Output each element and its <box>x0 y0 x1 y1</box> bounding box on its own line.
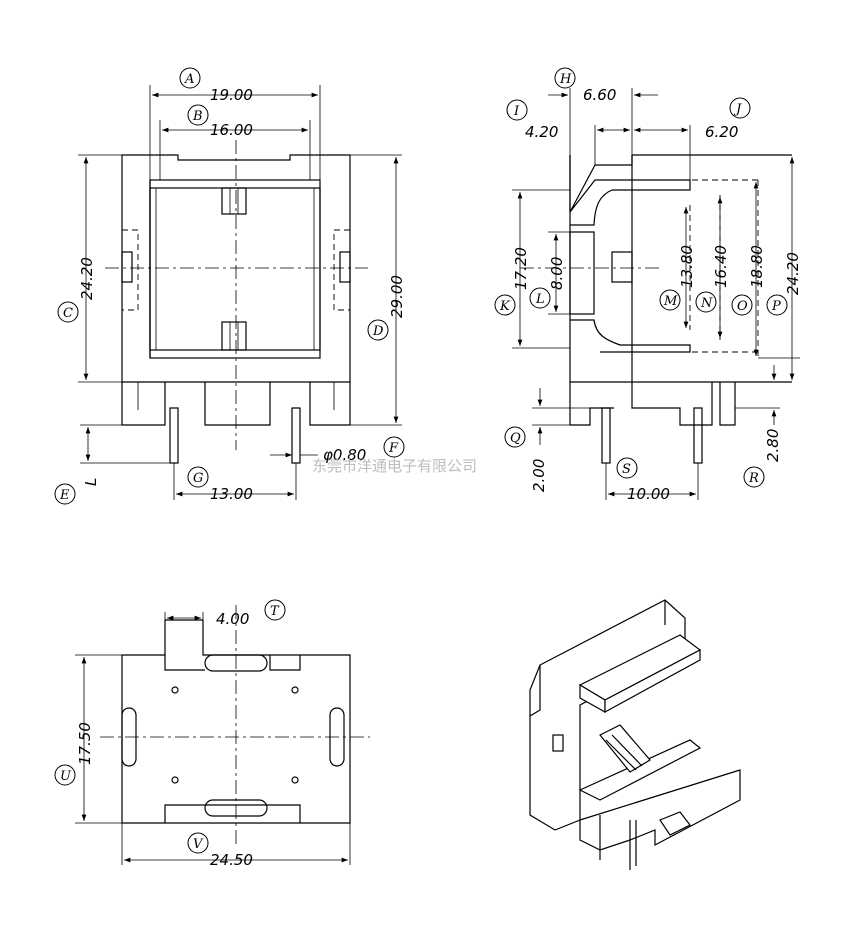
svg-text:R: R <box>748 471 759 486</box>
letter-g: G <box>187 466 209 488</box>
side-view <box>512 88 800 500</box>
svg-text:G: G <box>193 471 203 486</box>
svg-text:O: O <box>737 299 748 314</box>
dim-value-r: 2.80 <box>764 429 782 462</box>
letter-l: L <box>529 287 551 309</box>
svg-text:B: B <box>192 109 203 124</box>
svg-text:L: L <box>535 292 545 307</box>
dim-value-l: 8.00 <box>548 257 566 290</box>
dim-value-v: 24.50 <box>210 851 253 869</box>
dim-value-k: 17.20 <box>512 247 530 290</box>
svg-text:C: C <box>63 306 73 321</box>
svg-text:I: I <box>513 104 520 119</box>
front-view <box>78 85 402 500</box>
letter-r: R <box>743 466 765 488</box>
svg-text:V: V <box>193 837 204 852</box>
dim-value-s: 10.00 <box>627 485 670 503</box>
dim-value-o: 18.80 <box>748 245 766 288</box>
dim-value-q: 2.00 <box>530 459 548 492</box>
svg-text:N: N <box>700 296 713 311</box>
svg-text:P: P <box>771 299 781 314</box>
dim-value-d: 29.00 <box>388 275 406 318</box>
dim-value-a: 19.00 <box>210 86 253 104</box>
letter-e: E <box>54 483 76 505</box>
svg-text:U: U <box>60 769 72 784</box>
svg-text:H: H <box>559 72 572 87</box>
letter-f: F <box>383 436 405 458</box>
dim-value-b: 16.00 <box>210 121 253 139</box>
letter-v: V <box>187 832 209 854</box>
svg-text:K: K <box>499 299 511 314</box>
dim-value-j: 6.20 <box>705 123 738 141</box>
dim-value-g: 13.00 <box>210 485 253 503</box>
svg-text:F: F <box>388 441 399 456</box>
dim-value-f: φ0.80 <box>323 446 366 464</box>
dim-value-t: 4.00 <box>216 610 249 628</box>
letter-n: N <box>695 291 717 313</box>
letter-h: H <box>554 67 576 89</box>
dim-value-n: 16.40 <box>712 245 730 288</box>
dim-value-m: 13.80 <box>678 245 696 288</box>
letter-a: A <box>179 67 201 89</box>
svg-text:A: A <box>184 72 194 87</box>
dim-value-e: L <box>82 478 100 486</box>
dim-value-u: 17.50 <box>76 722 94 765</box>
dim-value-h: 6.60 <box>583 86 616 104</box>
letter-p: P <box>766 294 788 316</box>
letter-s: S <box>616 457 638 479</box>
svg-text:M: M <box>663 294 678 309</box>
svg-text:D: D <box>372 324 384 339</box>
letter-c: C <box>57 301 79 323</box>
letter-b: B <box>187 104 209 126</box>
letter-j: J <box>729 97 751 119</box>
reference-letters: A B C D E F G H I J K L M N O P Q R S T … <box>54 67 788 854</box>
dimension-values: 19.00 16.00 24.20 29.00 L φ0.80 13.00 6.… <box>76 86 802 869</box>
letter-m: M <box>659 289 681 311</box>
dim-value-i: 4.20 <box>525 123 558 141</box>
letter-o: O <box>731 294 753 316</box>
svg-text:Q: Q <box>510 431 521 446</box>
letter-q: Q <box>504 426 526 448</box>
letter-t: T <box>264 599 286 621</box>
dim-value-c: 24.20 <box>78 257 96 300</box>
letter-k: K <box>494 294 516 316</box>
dim-value-p: 24.20 <box>784 252 802 295</box>
company-watermark: 东莞市洋通电子有限公司 <box>312 457 477 475</box>
svg-text:E: E <box>59 488 70 503</box>
svg-text:J: J <box>733 102 742 117</box>
svg-text:T: T <box>270 604 280 619</box>
letter-u: U <box>54 764 76 786</box>
letter-i: I <box>506 99 528 121</box>
svg-text:S: S <box>622 462 631 477</box>
bottom-view <box>75 605 370 865</box>
isometric-view <box>529 599 741 870</box>
letter-d: D <box>367 319 389 341</box>
